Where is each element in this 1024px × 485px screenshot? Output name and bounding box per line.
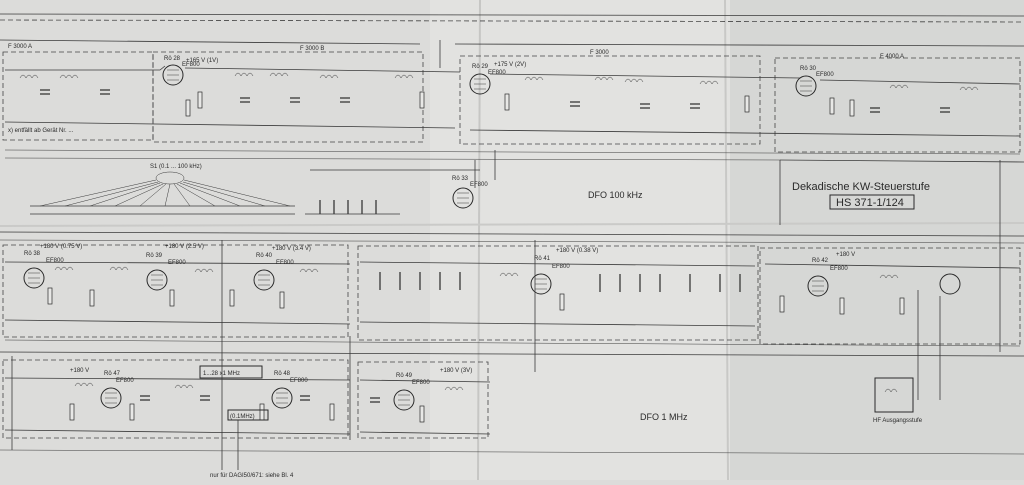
tube-ro40-type: EF800 xyxy=(276,260,294,266)
note-bottom: nur für DAGI50/671: siehe Bl. 4 xyxy=(210,473,294,479)
title-block: Dekadische KW-Steuerstufe HS 371-1/124 xyxy=(779,159,1024,225)
tube-ro30-label: Rö 30 xyxy=(800,66,817,72)
section-label-dfo1mhz: DFO 1 MHz xyxy=(640,412,688,422)
bottom-row-capacitors xyxy=(140,395,380,403)
tube-ro38: Rö 38 EF800 xyxy=(23,251,64,289)
tube-output xyxy=(939,273,961,295)
tube-ro38-type: EF800 xyxy=(46,258,64,264)
tube-ro47-label: Rö 47 xyxy=(104,371,121,377)
section-label-f4000a: F 4000 A xyxy=(880,54,904,60)
tube-ro29: Rö 29 EF800 xyxy=(469,64,506,95)
range-label-01mhz: (0.1MHz) xyxy=(230,414,255,420)
tube-ro47-type: EF800 xyxy=(116,378,134,384)
tube-ro48-label: Rö 48 xyxy=(274,371,291,377)
tube-ro33: Rö 33 EF800 xyxy=(452,176,488,209)
bottom-row-coils xyxy=(74,382,464,391)
tube-ro30: Rö 30 EF800 xyxy=(795,66,834,97)
section-label-f3000b: F 3000 B xyxy=(300,46,324,52)
tube-ro42-label: Rö 42 xyxy=(812,258,829,264)
switch-s1-fan: S1 (0.1 ... 100 kHz) xyxy=(30,164,295,215)
tube-ro42-type: EF800 xyxy=(830,266,848,272)
tube-ro49-label: Rö 49 xyxy=(396,373,413,379)
tube-ro33-label: Rö 33 xyxy=(452,176,469,182)
voltage-label-8: +180 V xyxy=(70,368,89,374)
output-stage-label: HF Ausgangsstufe xyxy=(873,418,923,424)
note-top: x) entfällt ab Gerät Nr. ... xyxy=(8,128,74,134)
range-label-1mhz: 1...28 x1 MHz xyxy=(203,371,240,377)
tube-ro39-label: Rö 39 xyxy=(146,253,163,259)
tube-ro42: Rö 42 EF800 xyxy=(807,258,848,297)
voltage-label-9: +180 V (3V) xyxy=(440,368,472,374)
tube-ro39-type: EF800 xyxy=(168,260,186,266)
voltage-label-7: +180 V xyxy=(836,252,855,258)
tube-ro41-type: EF800 xyxy=(552,264,570,270)
dfo100-caps xyxy=(305,169,480,215)
voltage-label-3: +180 V (0.75 V) xyxy=(40,244,82,250)
tube-ro48: Rö 48 EF800 xyxy=(271,371,308,409)
tube-ro47: Rö 47 EF800 xyxy=(100,371,134,409)
voltage-label-2: +175 V (2V) xyxy=(494,62,526,68)
tube-ro48-type: EF800 xyxy=(290,378,308,384)
middle-row-resistors xyxy=(47,287,905,315)
voltage-label-6: +180 V (0.38 V) xyxy=(556,248,598,254)
tube-ro30-type: EF800 xyxy=(816,72,834,78)
tube-ro40: Rö 40 EF800 xyxy=(253,253,294,291)
title-block-code: HS 371-1/124 xyxy=(836,197,904,209)
output-stage: HF Ausgangsstufe xyxy=(873,377,923,424)
middle-row-coils xyxy=(54,266,899,279)
tube-ro28-label: Rö 28 xyxy=(164,56,181,62)
tube-ro38-label: Rö 38 xyxy=(24,251,41,257)
tube-ro28: Rö 28 EF800 xyxy=(162,56,200,86)
tube-ro33-type: EF800 xyxy=(470,182,488,188)
switch-s1-label: S1 (0.1 ... 100 kHz) xyxy=(150,164,202,170)
section-label-dfo100: DFO 100 kHz xyxy=(588,190,643,200)
tube-ro39: Rö 39 EF800 xyxy=(146,253,186,291)
middle-row-capacitors xyxy=(379,272,741,292)
voltage-label-1: +165 V (1V) xyxy=(186,58,218,64)
tube-ro41-label: Rö 41 xyxy=(534,256,551,262)
tube-ro49: Rö 49 EF800 xyxy=(393,373,430,411)
title-block-title: Dekadische KW-Steuerstufe xyxy=(792,181,930,193)
tube-ro40-label: Rö 40 xyxy=(256,253,273,259)
top-row-capacitors xyxy=(40,89,950,113)
tube-ro41: Rö 41 EF800 xyxy=(530,256,570,295)
tube-ro28-type: EF800 xyxy=(182,62,200,68)
section-label-f3000: F 3000 xyxy=(590,50,609,56)
section-label-f3000a: F 3000 A xyxy=(8,44,32,50)
tube-ro29-type: EF800 xyxy=(488,70,506,76)
voltage-label-4: +180 V (2.5 V) xyxy=(165,244,204,250)
voltage-label-5: +180 V (3.4 V) xyxy=(272,246,311,252)
top-row-resistors xyxy=(185,91,855,117)
tube-ro49-type: EF800 xyxy=(412,380,430,386)
top-row-coils xyxy=(19,72,979,91)
tube-ro29-label: Rö 29 xyxy=(472,64,489,70)
